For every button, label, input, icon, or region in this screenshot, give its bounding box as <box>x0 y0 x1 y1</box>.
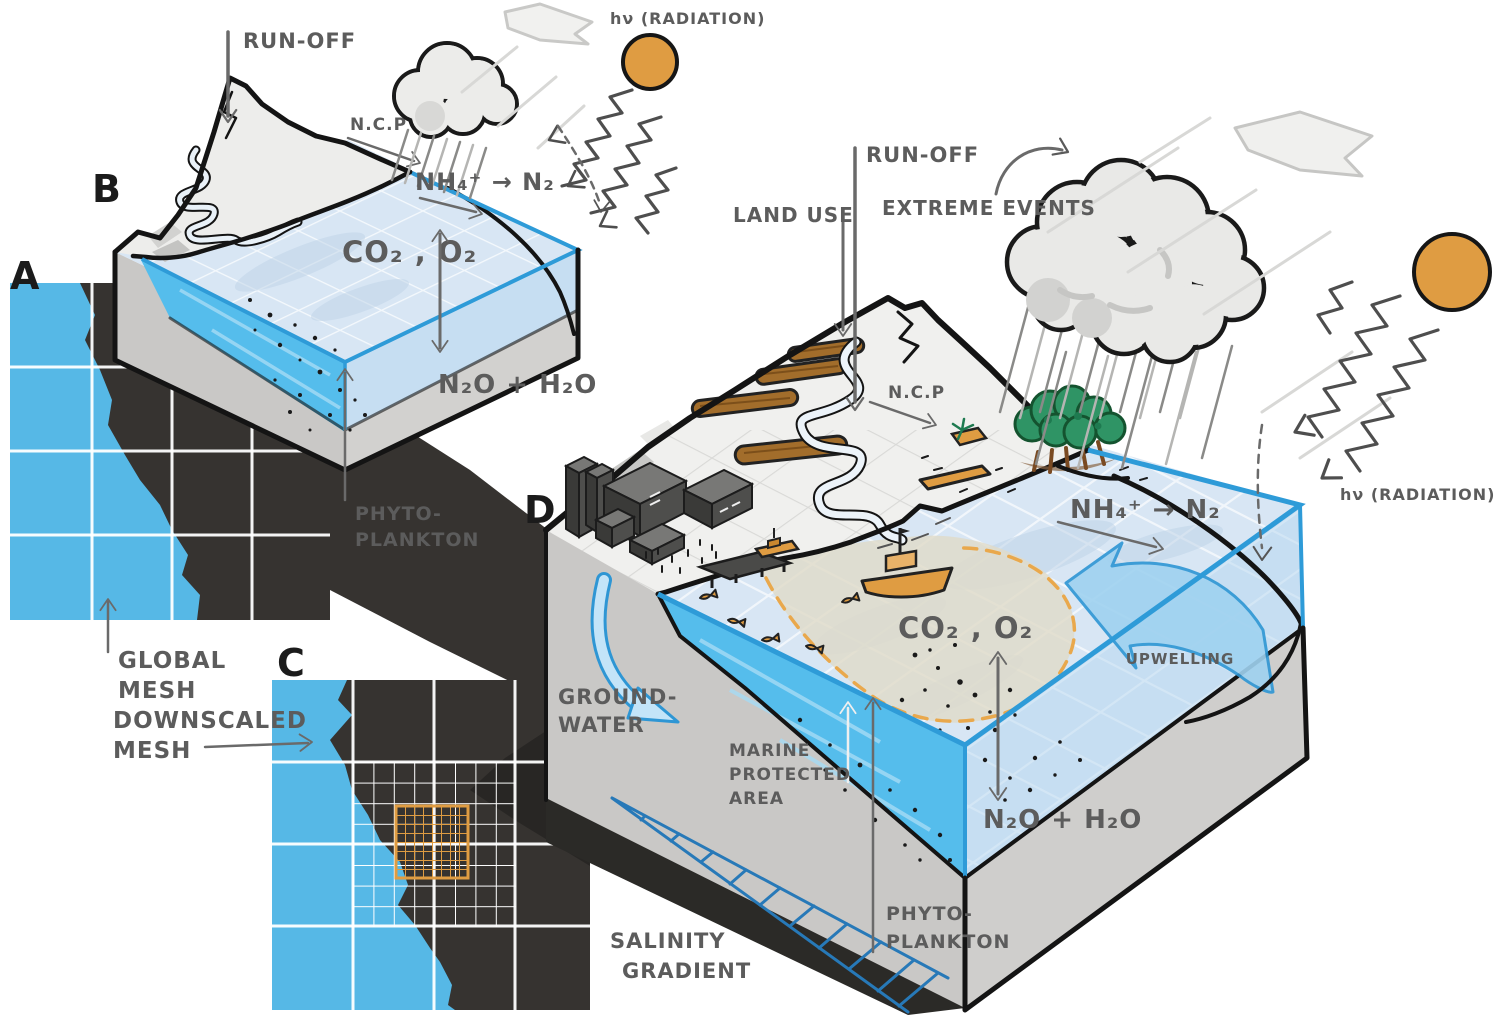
block-b-water-face-right <box>345 250 578 430</box>
runoff-label-b: RUN-OFF <box>243 29 356 53</box>
block-d-outlines <box>544 528 1310 1013</box>
downscaled-mesh-label-2: MESH <box>113 738 191 764</box>
panel-a-letter: A <box>10 254 40 298</box>
rain-lines-b <box>390 128 488 200</box>
gases-label-b: CO₂ , O₂ <box>342 235 477 269</box>
extreme-events-arrow <box>994 146 1064 196</box>
downscaled-highlight-mesh <box>396 806 468 878</box>
pier <box>695 550 795 588</box>
block-d-cliff-2 <box>604 450 654 488</box>
land-use-label: LAND USE <box>733 203 854 227</box>
nitrous-label-d: N₂O + H₂O <box>983 805 1142 835</box>
block-d-cliff-3 <box>640 420 676 446</box>
upwelling-arrow: UPWELLING <box>1064 541 1275 694</box>
river-mouth-shoals <box>877 517 951 549</box>
big-boat-icon <box>860 528 954 599</box>
block-d-base-right <box>965 627 1307 1010</box>
fish-icons <box>699 588 861 655</box>
ammonium-arrow-d <box>1056 520 1158 549</box>
shelf-contour-face <box>1184 621 1303 724</box>
panel-d: UPWELLING <box>524 110 1495 1015</box>
radiation-zigzags-b <box>543 88 678 236</box>
panel-b-letter: B <box>92 167 121 211</box>
block-d-water-rims <box>656 447 1306 878</box>
mpa-label-3: AREA <box>729 789 784 809</box>
block-b-land <box>115 78 410 257</box>
phyto-label-d-1: PHYTO- <box>886 903 973 925</box>
groundwater-label-2: WATER <box>558 713 645 737</box>
cloud-d <box>1004 157 1267 365</box>
block-b-water-face-left <box>140 258 345 432</box>
radiation-zigzags-d <box>1288 280 1440 489</box>
phyto-label-b-2: PLANKTON <box>355 529 479 551</box>
upwelling-label: UPWELLING <box>1126 650 1235 668</box>
groundwater-label-1: GROUND- <box>558 685 677 709</box>
shore-debris <box>921 455 1148 493</box>
block-b-plankton-dots <box>248 298 367 432</box>
phyto-label-d-2: PLANKTON <box>886 931 1010 953</box>
block-b-coast-outline <box>130 169 413 261</box>
gases-label-d: CO₂ , O₂ <box>898 611 1033 645</box>
salinity-label-1: SALINITY <box>610 929 726 953</box>
salinity-label-2: GRADIENT <box>622 959 751 983</box>
ncp-arrow-d <box>868 400 932 425</box>
ncp-label-d: N.C.P <box>888 383 945 403</box>
nitrous-label-b: N₂O + H₂O <box>438 370 597 400</box>
wooden-plank <box>918 464 992 491</box>
ammonium-label-b: NH₄⁺ → N₂ <box>415 168 555 196</box>
panel-c-letter: C <box>277 641 305 685</box>
small-boat-icon <box>753 528 801 559</box>
block-d-peak-crack <box>896 310 920 364</box>
people-dashes <box>645 539 717 574</box>
ammonium-label-d: NH₄⁺ → N₂ <box>1070 495 1221 525</box>
mpa-label-1: MARINE <box>729 741 810 761</box>
marine-protected-area-zone <box>756 535 1075 723</box>
crate-and-sprout <box>949 417 989 447</box>
extreme-events-label: EXTREME EVENTS <box>882 196 1096 220</box>
block-b-ridge-outline <box>112 75 413 255</box>
ncp-label-b: N.C.P <box>350 115 407 135</box>
sun-b-icon <box>621 33 679 91</box>
downscaled-mesh-arrow <box>203 741 310 749</box>
ammonium-arrow-b <box>418 196 478 214</box>
sun-d-icon <box>1412 232 1492 312</box>
cloud-b <box>392 41 519 139</box>
global-mesh-label-1: GLOBAL <box>118 648 226 674</box>
groundwater-arrow <box>590 572 680 724</box>
salinity-gradient-ladder <box>610 796 950 1014</box>
marine-protected-area-border <box>764 546 1077 723</box>
light-streaks-b <box>460 45 586 150</box>
mpa-label-2: PROTECTED <box>729 765 851 785</box>
penetration-dashed-arrow-d <box>1256 423 1264 550</box>
phyto-label-b-1: PHYTO- <box>355 503 442 525</box>
light-beam-d <box>1233 110 1374 178</box>
runoff-label-d: RUN-OFF <box>866 143 979 167</box>
block-d-plankton-dots <box>797 643 1082 862</box>
global-mesh-label-2: MESH <box>118 678 196 704</box>
downscaled-mesh-label-1: DOWNSCALED <box>113 708 307 734</box>
ncp-arrow-b <box>346 136 416 163</box>
block-b-river-water <box>177 147 301 245</box>
panel-d-letter: D <box>524 488 556 532</box>
radiation-label-b: hν (RADIATION) <box>610 9 765 28</box>
downscaled-highlight-border <box>394 804 470 880</box>
light-streaks-d <box>1046 116 1392 460</box>
block-d-base-left <box>546 530 965 1010</box>
block-b-shelf-line <box>446 186 576 336</box>
mangrove-shore-line <box>1056 464 1130 481</box>
panel-b: RUN-OFF N.C.P hν (RADIATION) NH₄⁺ → N₂ <box>92 2 765 551</box>
block-b-seafloor-lines <box>168 308 580 432</box>
radiation-label-d: hν (RADIATION) <box>1340 485 1495 504</box>
block-b-face-streaks <box>179 288 341 410</box>
shelf-contour-line <box>1111 473 1304 626</box>
penetration-dashed-arrow-b <box>556 124 602 206</box>
block-d-ridge-outline <box>543 295 1091 533</box>
light-beam-b <box>503 2 594 46</box>
block-b-surface-shading <box>234 232 410 322</box>
city-buildings <box>563 455 755 566</box>
